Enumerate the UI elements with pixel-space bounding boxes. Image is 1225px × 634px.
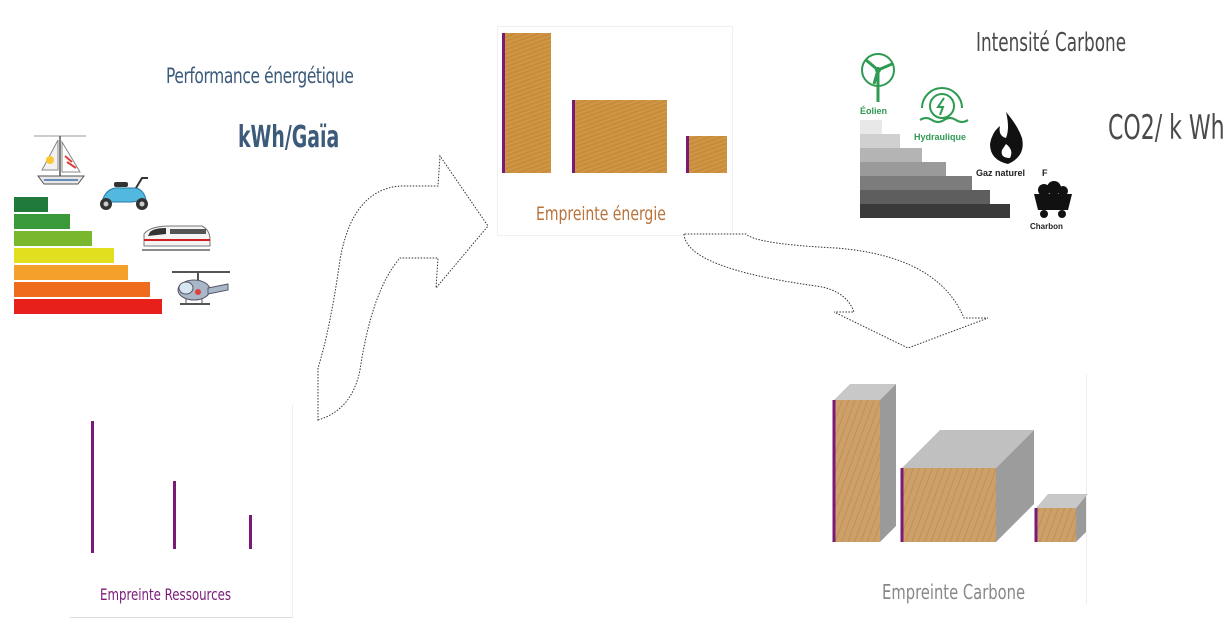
- resources-footprint-caption: Empreinte Ressources: [100, 585, 232, 604]
- energy-step-1: [14, 197, 48, 212]
- energy-performance-unit: kWh/Gaïa: [238, 120, 340, 155]
- energy-step-7: [14, 299, 162, 314]
- hydro-label: Hydraulique: [914, 132, 967, 142]
- energy-step-6: [14, 282, 150, 297]
- energy-step-3: [14, 231, 92, 246]
- energy-performance-title: Performance énergétique: [166, 64, 354, 88]
- gas-label: Gaz naturel: [976, 168, 1026, 178]
- resources-footprint-panel: Empreinte Ressources: [70, 405, 293, 618]
- carbon-step-5: [860, 176, 972, 190]
- arrow-resources-to-energy: [317, 154, 489, 421]
- carbon-bar-2: [900, 430, 1034, 542]
- train-icon: [142, 225, 211, 251]
- energy-bar-3: [686, 136, 727, 173]
- carbon-step-6: [860, 190, 990, 204]
- carbon-intensity-panel: Intensité Carbone CO2/ k Wh Éolien Hydra…: [838, 14, 1225, 244]
- carbon-intensity-unit: CO2/ k Wh: [1108, 108, 1225, 148]
- scooter-icon: [100, 177, 148, 210]
- gas-label-tail: F: [1042, 168, 1048, 178]
- gas-flame-icon: [990, 112, 1023, 164]
- energy-performance-panel: Performance énergétique kWh/Gaïa: [6, 44, 380, 322]
- sailboat-icon: [34, 135, 86, 185]
- carbon-step-3: [860, 148, 922, 162]
- energy-footprint-caption: Empreinte énergie: [536, 203, 666, 225]
- carbon-bar-3: [1034, 494, 1088, 542]
- carbon-footprint-panel: Empreinte Carbone: [832, 374, 1088, 604]
- energy-footprint-panel: Empreinte énergie: [497, 26, 733, 236]
- energy-step-5: [14, 265, 128, 280]
- carbon-step-1: [860, 120, 882, 134]
- hydro-icon: [919, 87, 969, 123]
- arrow-energy-to-carbon: [683, 233, 989, 349]
- carbon-intensity-title: Intensité Carbone: [976, 28, 1127, 58]
- energy-bar-2: [572, 100, 667, 173]
- energy-step-2: [14, 214, 70, 229]
- carbon-bar-1: [832, 384, 896, 542]
- carbon-step-2: [860, 134, 900, 148]
- resources-bar-1: [91, 421, 94, 553]
- coal-label: Charbon: [1030, 222, 1063, 231]
- energy-step-4: [14, 248, 114, 263]
- helicopter-icon: [172, 271, 230, 305]
- carbon-footprint-caption: Empreinte Carbone: [882, 580, 1026, 604]
- resources-bar-2: [173, 481, 176, 549]
- carbon-3d-bars: [832, 384, 1088, 542]
- carbon-step-7: [860, 204, 1010, 218]
- resources-bar-3: [249, 515, 252, 549]
- carbon-step-4: [860, 162, 946, 176]
- wind-turbine-icon: [861, 53, 895, 102]
- wind-label: Éolien: [860, 106, 888, 116]
- coal-cart-icon: [1034, 181, 1072, 218]
- energy-bar-1: [502, 33, 551, 173]
